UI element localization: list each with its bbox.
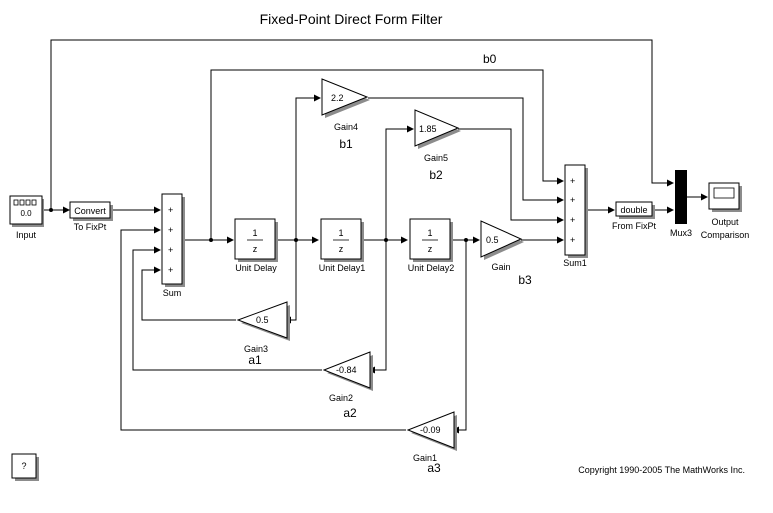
- branch-points: [49, 208, 468, 242]
- from-fixpt-block[interactable]: double From FixPt: [612, 201, 656, 231]
- sum-sign-1: +: [168, 205, 173, 215]
- diagram-title: Fixed-Point Direct Form Filter: [260, 11, 443, 27]
- gain4-block[interactable]: 2.2 Gain4 b1: [321, 78, 370, 151]
- unit-delay-denominator: z: [253, 244, 258, 254]
- input-block[interactable]: 0.0 Input: [9, 195, 44, 240]
- convert-block[interactable]: Convert To FixPt: [69, 201, 113, 232]
- sum1-label: Sum1: [563, 258, 587, 268]
- gain5-label: Gain5: [424, 153, 448, 163]
- gain3-coefficient: a1: [248, 353, 262, 367]
- from-fixpt-text: double: [620, 205, 647, 215]
- sum1-sign-2: +: [570, 195, 575, 205]
- signal-lines: [44, 39, 708, 434]
- gain2-block[interactable]: -0.84 Gain2 a2: [322, 351, 373, 420]
- sum1-sign-1: +: [570, 176, 575, 186]
- gain4-label: Gain4: [334, 122, 358, 132]
- sum-block[interactable]: + + + + Sum: [161, 193, 185, 298]
- gain3-block[interactable]: 0.5 Gain3 a1: [236, 301, 290, 367]
- gain2-coefficient: a2: [343, 406, 357, 420]
- unit-delay1-numerator: 1: [338, 228, 343, 238]
- sum-sign-2: +: [168, 225, 173, 235]
- sum1-sign-3: +: [570, 215, 575, 225]
- gain2-label: Gain2: [329, 393, 353, 403]
- from-fixpt-label: From FixPt: [612, 221, 656, 231]
- scope-label-line1: Output: [711, 217, 739, 227]
- unit-delay2-numerator: 1: [427, 228, 432, 238]
- unit-delay-block[interactable]: 1 z Unit Delay: [234, 218, 278, 273]
- unit-delay-numerator: 1: [252, 228, 257, 238]
- gain4-coefficient: b1: [339, 137, 353, 151]
- input-display-value: 0.0: [20, 209, 32, 218]
- gain-label: Gain: [491, 262, 510, 272]
- sum1-sign-4: +: [570, 235, 575, 245]
- scope-label-line2: Comparison: [701, 230, 750, 240]
- unit-delay2-block[interactable]: 1 z Unit Delay2: [408, 218, 455, 273]
- mux-label: Mux3: [670, 228, 692, 238]
- help-button[interactable]: ?: [11, 453, 39, 481]
- gain-value: 0.5: [486, 235, 499, 245]
- sum-label: Sum: [163, 288, 182, 298]
- gain3-value: 0.5: [256, 315, 269, 325]
- gain-coefficient: b3: [518, 273, 532, 287]
- gain1-coefficient: a3: [427, 461, 441, 475]
- scope-block[interactable]: Output Comparison: [701, 182, 750, 240]
- gain1-label: Gain1: [413, 453, 437, 463]
- sum1-block[interactable]: + + + + Sum1: [563, 164, 588, 268]
- gain1-block[interactable]: -0.09 Gain1 a3: [406, 411, 457, 475]
- unit-delay2-label: Unit Delay2: [408, 263, 455, 273]
- gain1-value: -0.09: [420, 425, 441, 435]
- convert-label: To FixPt: [74, 222, 107, 232]
- gain3-label: Gain3: [244, 344, 268, 354]
- gain5-coefficient: b2: [429, 168, 443, 182]
- help-button-label: ?: [21, 461, 26, 471]
- mux-block[interactable]: Mux3: [670, 170, 692, 238]
- unit-delay-label: Unit Delay: [235, 263, 277, 273]
- gain2-value: -0.84: [336, 365, 357, 375]
- unit-delay1-block[interactable]: 1 z Unit Delay1: [319, 218, 366, 273]
- gain5-value: 1.85: [419, 124, 437, 134]
- copyright-text: Copyright 1990-2005 The MathWorks Inc.: [578, 465, 745, 475]
- unit-delay2-denominator: z: [428, 244, 433, 254]
- unit-delay1-denominator: z: [339, 244, 344, 254]
- sum-sign-4: +: [168, 265, 173, 275]
- convert-text: Convert: [74, 206, 106, 216]
- gain5-block[interactable]: 1.85 Gain5 b2: [414, 109, 461, 182]
- sum-sign-3: +: [168, 245, 173, 255]
- input-label: Input: [16, 230, 37, 240]
- signal-label-b0: b0: [483, 52, 497, 66]
- gain-block[interactable]: 0.5 Gain b3: [480, 220, 532, 287]
- gain4-value: 2.2: [331, 93, 344, 103]
- unit-delay1-label: Unit Delay1: [319, 263, 366, 273]
- scope-screen-icon: [713, 187, 735, 199]
